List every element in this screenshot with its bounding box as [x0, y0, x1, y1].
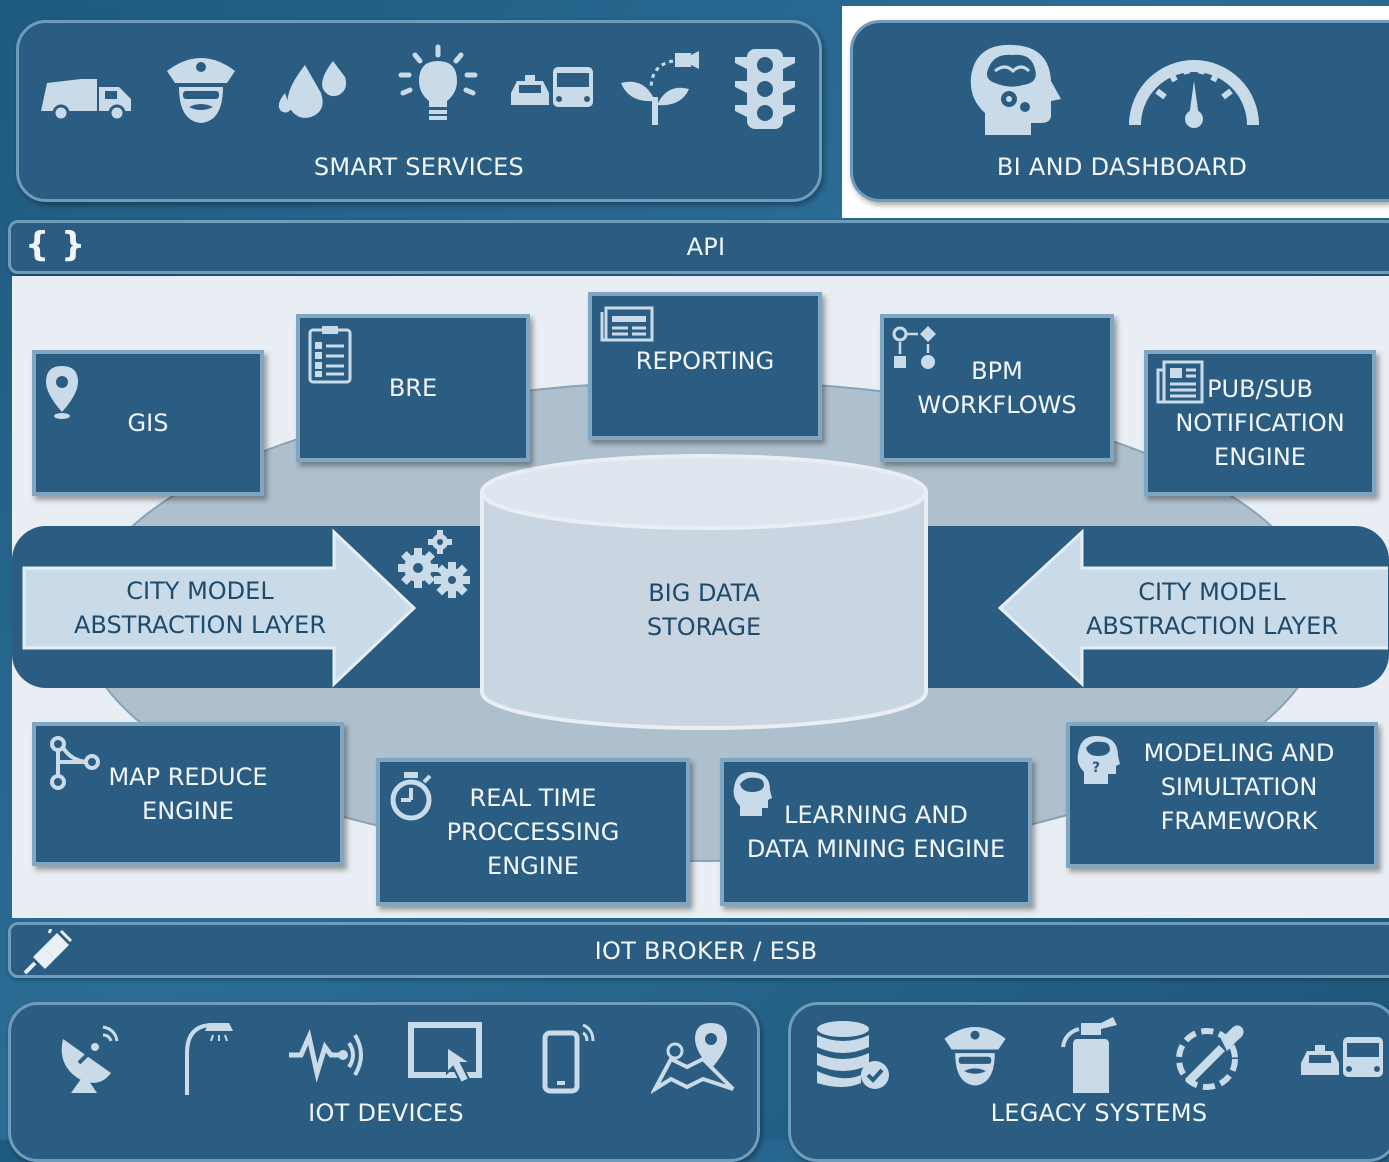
map-reduce-label: MAP REDUCE ENGINE [108, 763, 268, 825]
api-bar[interactable]: { } API [8, 220, 1389, 274]
gis-label: GIS [127, 409, 169, 437]
sensor-signal-icon [289, 1029, 363, 1083]
map-reduce-module[interactable]: MAP REDUCE ENGINE [32, 722, 344, 866]
street-lamp-icon [185, 1023, 233, 1095]
database-check-icon [817, 1021, 889, 1089]
bpm-workflows-label: BPM WORKFLOWS [917, 357, 1077, 419]
learning-data-mining-label: LEARNING AND DATA MINING ENGINE [746, 801, 1006, 863]
garbage-truck-icon [41, 79, 131, 122]
traffic-light-icon [735, 49, 795, 129]
police-officer-icon [167, 58, 235, 123]
report-document-icon [600, 306, 654, 342]
branch-merge-icon [50, 736, 100, 790]
bpm-workflows-module[interactable]: BPM WORKFLOWS [880, 314, 1114, 462]
taxi-bus-icon [511, 67, 593, 107]
bi-dashboard-panel: BI AND DASHBOARD [850, 20, 1389, 202]
taxi-bus-icon [1301, 1037, 1383, 1077]
pubsub-notification-module[interactable]: PUB/SUB NOTIFICATION ENGINE [1144, 350, 1376, 496]
right-abstraction-arrow [997, 528, 1388, 688]
touch-screen-icon [408, 1022, 482, 1085]
bre-label: BRE [388, 374, 438, 402]
police-officer-icon [944, 1027, 1006, 1086]
plug-icon [23, 929, 73, 975]
bi-dashboard-label: BI AND DASHBOARD [996, 153, 1248, 181]
modeling-simulation-label: MODELING AND SIMULTATION FRAMEWORK [1143, 739, 1335, 835]
bre-module[interactable]: BRE [296, 314, 530, 462]
left-abstraction-label: CITY MODEL ABSTRACTION LAYER [74, 577, 326, 639]
smart-services-label: SMART SERVICES [313, 153, 525, 181]
legacy-systems-panel: LEGACY SYSTEMS [788, 1002, 1389, 1162]
plant-irrigation-icon [621, 51, 699, 125]
light-bulb-icon [398, 44, 478, 120]
reporting-module[interactable]: REPORTING [588, 292, 822, 440]
big-data-storage-label: BIG DATA STORAGE [646, 579, 762, 641]
real-time-processing-module[interactable]: REAL TIME PROCCESSING ENGINE [376, 758, 690, 906]
left-abstraction-arrow [22, 528, 417, 688]
legacy-systems-label: LEGACY SYSTEMS [990, 1099, 1208, 1127]
speedometer-gauge-icon [1129, 60, 1259, 128]
question-head-icon: ? [1077, 736, 1120, 784]
iot-devices-label: IOT DEVICES [308, 1099, 464, 1127]
modeling-simulation-module[interactable]: ? MODELING AND SIMULTATION FRAMEWORK [1066, 722, 1378, 868]
gis-module[interactable]: GIS [32, 350, 264, 496]
reporting-label: REPORTING [635, 347, 775, 375]
brain-gears-head-icon [970, 44, 1061, 135]
iot-devices-panel: IOT DEVICES [8, 1002, 760, 1162]
stopwatch-icon [390, 772, 432, 821]
iot-broker-label: IOT BROKER / ESB [594, 937, 818, 965]
pipette-icon [1176, 1025, 1244, 1090]
water-drops-icon [278, 61, 347, 118]
big-data-storage-cylinder [480, 454, 928, 730]
satellite-dish-icon [61, 1025, 119, 1093]
svg-text:?: ? [1092, 760, 1100, 776]
map-location-icon [651, 1023, 735, 1094]
curly-braces-icon: { } [25, 225, 86, 265]
pubsub-notification-label: PUB/SUB NOTIFICATION ENGINE [1175, 375, 1345, 471]
gears-icon [398, 530, 470, 598]
checklist-clipboard-icon [308, 326, 352, 384]
smart-services-panel: SMART SERVICES [16, 20, 822, 202]
brain-head-icon [733, 772, 772, 816]
real-time-processing-label: REAL TIME PROCCESSING ENGINE [446, 784, 620, 880]
newspaper-icon [1156, 360, 1204, 404]
api-label: API [686, 233, 726, 261]
workflow-diagram-icon [892, 326, 936, 369]
right-abstraction-label: CITY MODEL ABSTRACTION LAYER [1086, 578, 1338, 640]
fire-extinguisher-icon [1061, 1017, 1117, 1093]
learning-data-mining-module[interactable]: LEARNING AND DATA MINING ENGINE [720, 758, 1032, 906]
map-pin-icon [46, 366, 78, 419]
smartphone-icon [542, 1023, 595, 1094]
iot-broker-bar[interactable]: IOT BROKER / ESB [8, 922, 1389, 978]
